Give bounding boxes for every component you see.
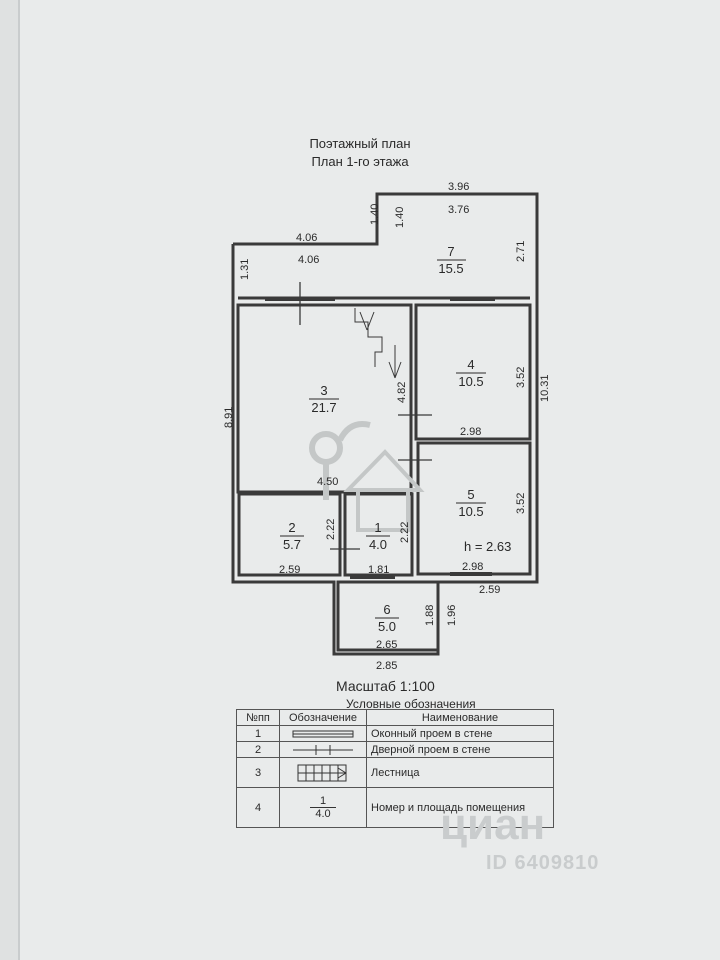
dim-right-bottom: 2.59 [479, 584, 500, 596]
room-number: 6 [383, 602, 390, 617]
legend-sample-num: 1 [319, 795, 327, 807]
room-area: 21.7 [311, 400, 336, 415]
room-number: 5 [467, 487, 474, 502]
door-symbol-icon [279, 741, 367, 758]
page-edge [18, 0, 20, 960]
dim-room7-right: 2.71 [515, 241, 527, 262]
legend-num: 1 [236, 725, 280, 742]
legend-header-symbol: Обозначение [279, 709, 367, 726]
dim-left-top-outer: 4.06 [296, 232, 317, 244]
legend-row: 3 Лестница [236, 757, 554, 788]
legend-name: Лестница [366, 757, 554, 788]
dim-room4-bottom: 2.98 [460, 426, 481, 438]
room-label-4: 4 10.5 [456, 357, 486, 389]
room-area: 5.0 [378, 619, 396, 634]
dim-step-inner: 1.40 [394, 207, 406, 228]
dim-top-inner: 3.76 [448, 204, 469, 216]
legend-title: Условные обозначения [346, 697, 476, 711]
legend-num: 3 [236, 757, 280, 788]
dim-room3-bottom: 4.50 [317, 476, 338, 488]
room-label-symbol: 1 4.0 [279, 787, 367, 828]
legend-name: Номер и площадь помещения [366, 787, 554, 828]
legend-sample-area: 4.0 [315, 808, 331, 820]
floor-plan: 3.96 3.76 4.06 4.06 1.40 1.40 1.31 2.71 … [223, 181, 551, 672]
legend-row: 1 Оконный проем в стене [236, 725, 554, 742]
room2-walls [237, 492, 342, 577]
dim-left-top-inner: 4.06 [298, 254, 319, 266]
room-area: 4.0 [369, 537, 387, 552]
dim-room1-bottom: 1.81 [368, 564, 389, 576]
dim-room5-right: 3.52 [515, 493, 527, 514]
watermark-logo-icon [309, 421, 425, 532]
page-shadow [0, 0, 18, 960]
room-number: 3 [320, 383, 327, 398]
room4-walls [414, 303, 532, 441]
dim-room6-inner-side: 1.88 [424, 605, 436, 626]
dim-room1-side: 2.22 [399, 522, 411, 543]
dim-room2-side: 2.22 [325, 519, 337, 540]
legend-table: №пп Обозначение Наименование 1 Оконный п… [236, 709, 554, 828]
room-area: 5.7 [283, 537, 301, 552]
room-label-7: 7 15.5 [437, 244, 466, 276]
room-number: 2 [288, 520, 295, 535]
dim-overall-left: 8.91 [223, 407, 235, 428]
room-area: 10.5 [458, 504, 483, 519]
legend-num: 4 [236, 787, 280, 828]
room-label-5: 5 10.5 [456, 487, 486, 519]
staircase [354, 308, 402, 379]
doors [299, 282, 432, 550]
room-label-2: 2 5.7 [280, 520, 304, 552]
legend-name: Оконный проем в стене [366, 725, 554, 742]
plan-title: Поэтажный план [309, 136, 411, 151]
dim-room6-outer-bottom: 2.85 [376, 660, 397, 672]
room-number: 7 [447, 244, 454, 259]
room-area: 15.5 [438, 261, 463, 276]
plan-subtitle: План 1-го этажа [311, 154, 409, 169]
dim-step-outer: 1.40 [369, 204, 381, 225]
watermark-id: ID 6409810 [486, 852, 600, 874]
scale-label: Масштаб 1:100 [336, 678, 435, 694]
legend-name: Дверной проем в стене [366, 741, 554, 758]
legend-header-row: №пп Обозначение Наименование [236, 709, 554, 726]
room-label-6: 6 5.0 [375, 602, 399, 634]
room-number: 4 [467, 357, 474, 372]
dim-overall-right: 10.31 [539, 374, 551, 402]
dim-stair-width: 4.82 [396, 382, 408, 403]
ceiling-height: h = 2.63 [464, 539, 511, 554]
dim-room6-outer-side: 1.96 [446, 605, 458, 626]
dim-room5-bottom: 2.98 [462, 561, 483, 573]
dim-left-small: 1.31 [239, 259, 251, 280]
dim-top-outer: 3.96 [448, 181, 469, 193]
dim-room6-inner-bottom: 2.65 [376, 639, 397, 651]
dim-room2-bottom: 2.59 [279, 564, 300, 576]
legend-header-num: №пп [236, 709, 280, 726]
legend-num: 2 [236, 741, 280, 758]
window-symbol-icon [279, 725, 367, 742]
dim-room4-right: 3.52 [515, 367, 527, 388]
room6-walls [336, 580, 440, 652]
room-label-3: 3 21.7 [309, 383, 339, 415]
room-label-1: 1 4.0 [366, 520, 390, 552]
legend-row: 2 Дверной проем в стене [236, 741, 554, 758]
room-number: 1 [374, 520, 381, 535]
watermark-brand: циан [440, 800, 546, 849]
legend-row: 4 1 4.0 Номер и площадь помещения [236, 787, 554, 828]
legend-header-name: Наименование [366, 709, 554, 726]
stair-symbol-icon [279, 757, 367, 788]
room-area: 10.5 [458, 374, 483, 389]
